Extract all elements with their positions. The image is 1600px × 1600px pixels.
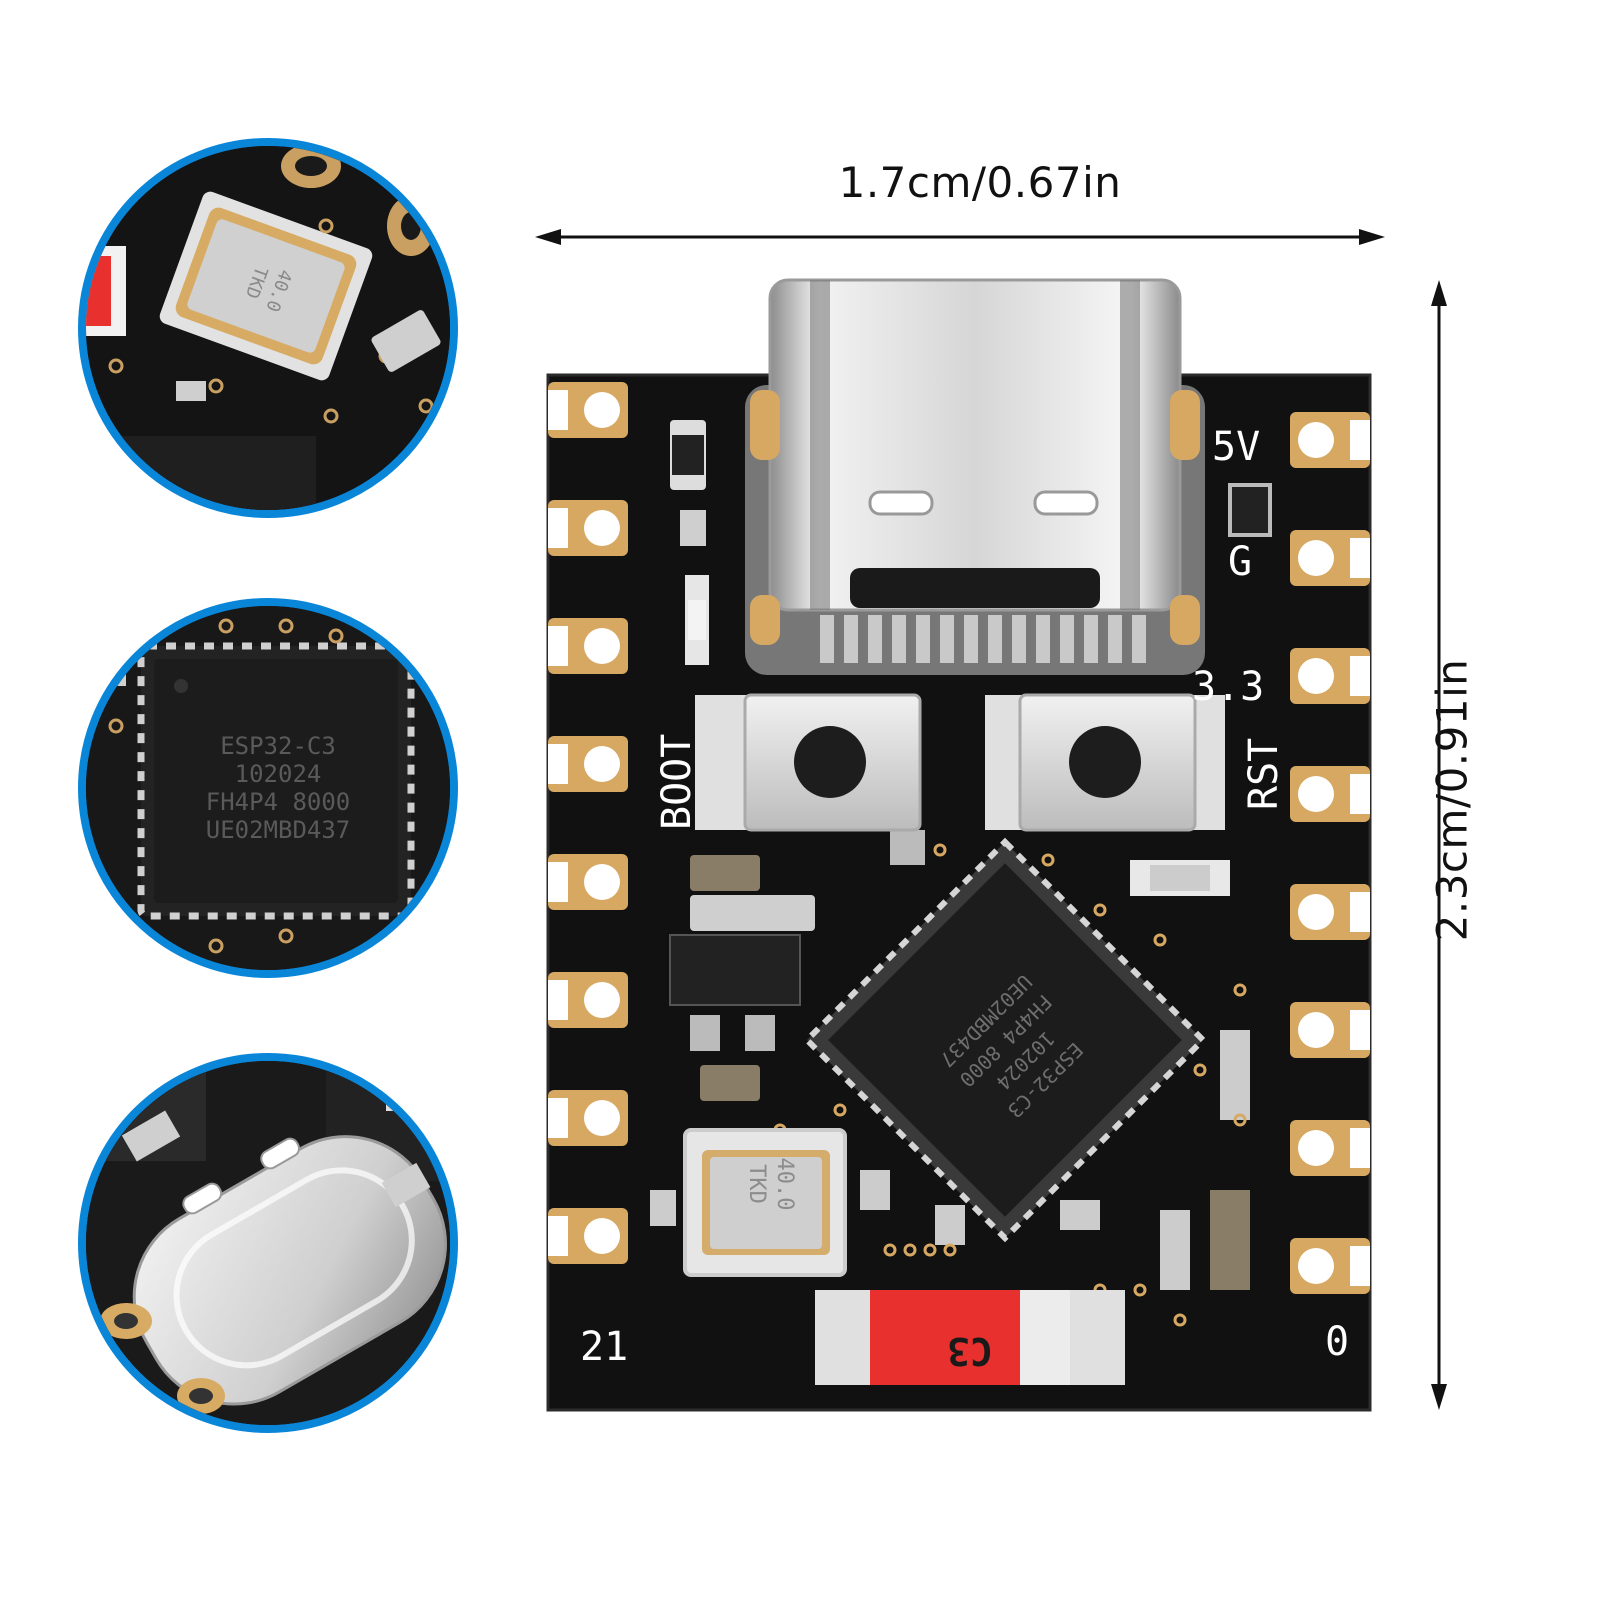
crystal-marking-line-1: 40.0 [772,1158,797,1211]
width-dimension-label: 1.7cm/0.67in [838,158,1122,207]
left-castellated-pads [548,382,628,1264]
label-0: 0 [1325,1319,1349,1365]
label-5v: 5V [1212,424,1260,470]
zoom-chip-marking-line-4: UE02MBD437 [206,816,351,844]
label-g: G [1228,539,1252,585]
label-21: 21 [580,1324,628,1370]
label-c3: C3 [947,1329,993,1373]
right-castellated-pads [1290,412,1370,1294]
zoom-chip-marking-line-1: ESP32-C3 [220,732,336,760]
zoom-circle-crystal: 40.0 TKD [78,138,458,518]
label-rst: RST [1241,738,1287,810]
esp32-c3-board: 5V G 3.3 BOOT RST 21 0 C3 ESP32-C3 10202… [546,278,1372,1412]
label-3-3: 3.3 [1192,664,1264,710]
ceramic-antenna [815,1290,1125,1385]
zoom-circle-chip: ESP32-C3 102024 FH4P4 8000 UE02MBD437 [78,598,458,978]
zoom-chip-marking-line-2: 102024 [235,760,322,788]
label-boot: BOOT [654,734,700,830]
zoom-chip-marking-line-3: FH4P4 8000 [206,788,351,816]
arrow-horizontal-icon [535,229,1385,245]
zoom-circle-usb [78,1053,458,1433]
crystal-marking-line-2: TKD [744,1164,769,1204]
boot-button-graphic [695,693,922,832]
rst-button-graphic [985,693,1225,832]
smd-components [650,420,1272,1327]
crystal-oscillator [683,1128,847,1277]
arrow-vertical-icon [1431,280,1447,1410]
usb-c-connector [745,278,1205,675]
